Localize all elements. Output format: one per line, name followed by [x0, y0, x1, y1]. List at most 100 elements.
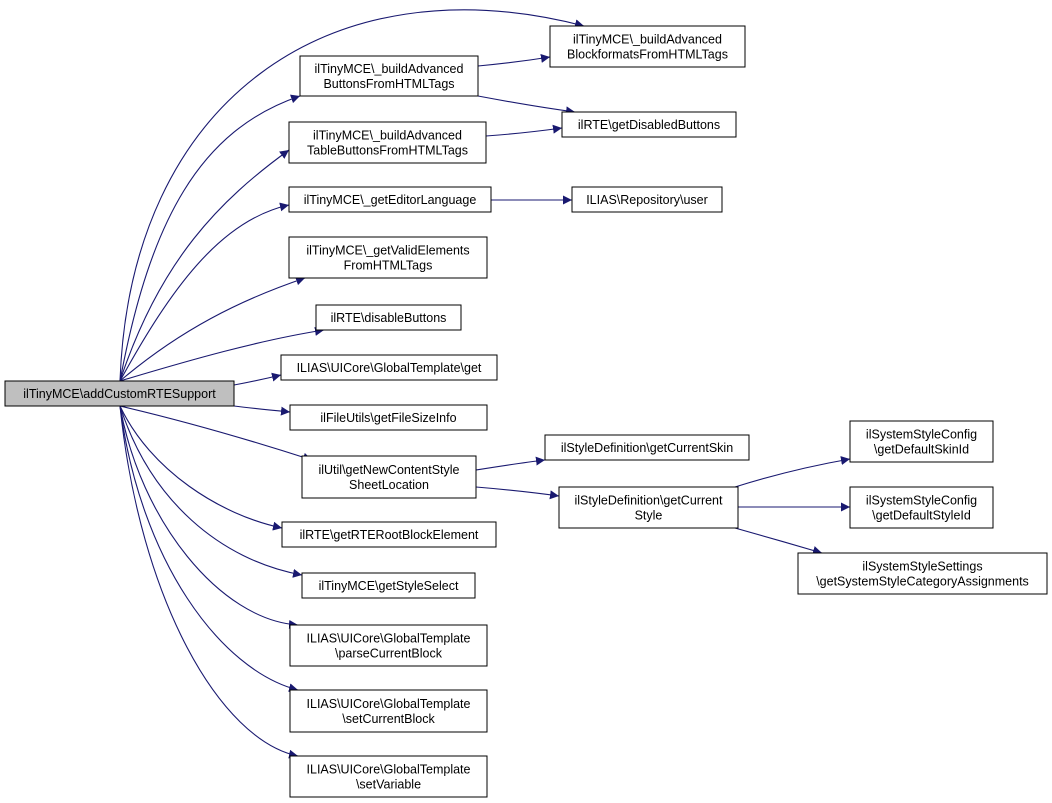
node-label: ilRTE\disableButtons [331, 311, 447, 325]
edge-root-to-n18 [119, 405, 303, 578]
function-node[interactable]: ilTinyMCE\_buildAdvancedButtonsFromHTMLT… [299, 55, 479, 97]
function-node[interactable]: ilStyleDefinition\getCurrentSkin [544, 434, 750, 461]
node-label: \parseCurrentBlock [335, 647, 443, 661]
node-label: ilRTE\getDisabledButtons [578, 118, 720, 132]
node-label: ilStyleDefinition\getCurrent [575, 494, 724, 508]
edge-root-to-n17 [119, 405, 283, 531]
node-label: ILIAS\UICore\GlobalTemplate [307, 632, 471, 646]
node-label: ILIAS\UICore\GlobalTemplate [307, 763, 471, 777]
function-node[interactable]: ILIAS\UICore\GlobalTemplate\get [280, 354, 498, 381]
node-label: \setVariable [356, 778, 421, 792]
node-label: \getDefaultSkinId [874, 443, 969, 457]
node-box [288, 236, 488, 279]
node-label: \getDefaultStyleId [872, 509, 971, 523]
edge-root-to-n8 [119, 326, 325, 382]
root-function-node[interactable]: ilTinyMCE\addCustomRTESupport [4, 380, 235, 407]
node-box [281, 521, 497, 548]
node-label: ilSystemStyleConfig [866, 494, 977, 508]
function-node[interactable]: ILIAS\Repository\user [571, 186, 723, 213]
node-box [289, 689, 488, 733]
function-node[interactable]: ilRTE\getRTERootBlockElement [281, 521, 497, 548]
node-box [289, 755, 488, 798]
function-node[interactable]: ilTinyMCE\getStyleSelect [301, 572, 476, 599]
node-label: ilStyleDefinition\getCurrentSkin [561, 441, 733, 455]
function-node[interactable]: ilTinyMCE\_buildAdvancedTableButtonsFrom… [288, 121, 487, 164]
edge-root-to-n11 [119, 405, 313, 462]
edge-n1-to-n3 [477, 95, 576, 116]
node-label: BlockformatsFromHTMLTags [567, 48, 728, 62]
edge-n13-to-n14 [734, 456, 851, 488]
edge-n13-to-n16 [734, 527, 823, 555]
node-label: \getSystemStyleCategoryAssignments [816, 575, 1029, 589]
edge-n4-to-n3 [485, 124, 563, 137]
node-box [289, 624, 488, 667]
edge-root-to-n1 [119, 94, 301, 382]
node-box [561, 111, 737, 138]
node-label: ILIAS\UICore\GlobalTemplate [307, 697, 471, 711]
node-box [4, 380, 235, 407]
node-label: ilTinyMCE\_buildAdvanced [315, 62, 464, 76]
edge-root-to-n4 [119, 149, 290, 382]
node-label: Style [635, 509, 663, 523]
node-label: ilTinyMCE\getStyleSelect [319, 579, 459, 593]
node-label: ilFileUtils\getFileSizeInfo [320, 411, 456, 425]
edge-root-to-n5 [119, 202, 290, 382]
function-node[interactable]: ILIAS\UICore\GlobalTemplate\setVariable [289, 755, 488, 798]
node-label: ButtonsFromHTMLTags [323, 77, 454, 91]
node-box [549, 25, 746, 68]
edge-root-to-n2 [119, 9, 585, 382]
node-box [315, 304, 462, 331]
function-node[interactable]: ILIAS\UICore\GlobalTemplate\parseCurrent… [289, 624, 488, 667]
function-node[interactable]: ilSystemStyleConfig\getDefaultSkinId [849, 420, 994, 463]
node-label: ilSystemStyleConfig [866, 428, 977, 442]
node-box [849, 486, 994, 529]
function-node[interactable]: ilTinyMCE\_buildAdvancedBlockformatsFrom… [549, 25, 746, 68]
edge-root-to-n21 [119, 405, 299, 759]
function-node[interactable]: ilFileUtils\getFileSizeInfo [289, 404, 488, 431]
node-box [544, 434, 750, 461]
node-box [301, 572, 476, 599]
edge-n11-to-n13 [475, 486, 560, 500]
node-box [288, 121, 487, 164]
node-box [280, 354, 498, 381]
node-box [797, 552, 1048, 595]
edge-root-to-n19 [119, 405, 299, 629]
node-box [849, 420, 994, 463]
edge-root-to-n10 [233, 405, 291, 416]
node-label: ilTinyMCE\addCustomRTESupport [23, 387, 216, 401]
edge-root-to-n7 [119, 276, 306, 382]
node-box [571, 186, 723, 213]
node-box [301, 455, 477, 499]
edge-n11-to-n12 [475, 456, 546, 471]
node-label: ilTinyMCE\_buildAdvanced [313, 129, 462, 143]
function-node[interactable]: ilTinyMCE\_getEditorLanguage [288, 186, 492, 213]
edge-n1-to-n2 [477, 53, 551, 67]
node-box [558, 486, 739, 529]
node-label: FromHTMLTags [344, 259, 433, 273]
node-label: SheetLocation [349, 478, 429, 492]
function-node[interactable]: ilSystemStyleConfig\getDefaultStyleId [849, 486, 994, 529]
node-label: \setCurrentBlock [342, 712, 435, 726]
edges-layer [119, 9, 851, 759]
edge-root-to-n20 [119, 405, 299, 693]
nodes-layer: ilTinyMCE\addCustomRTESupport ilTinyMCE\_… [4, 25, 1048, 798]
node-label: ilUtil\getNewContentStyle [318, 463, 459, 477]
node-label: ilRTE\getRTERootBlockElement [300, 528, 479, 542]
function-node[interactable]: ILIAS\UICore\GlobalTemplate\setCurrentBl… [289, 689, 488, 733]
function-node[interactable]: ilRTE\disableButtons [315, 304, 462, 331]
node-label: ilTinyMCE\_getEditorLanguage [304, 193, 477, 207]
node-label: ilTinyMCE\_getValidElements [306, 244, 469, 258]
node-label: ILIAS\Repository\user [586, 193, 708, 207]
node-label: ilTinyMCE\_buildAdvanced [573, 33, 722, 47]
node-box [288, 186, 492, 213]
function-node[interactable]: ilSystemStyleSettings\getSystemStyleCate… [797, 552, 1048, 595]
node-label: ilSystemStyleSettings [862, 560, 982, 574]
node-box [289, 404, 488, 431]
function-node[interactable]: ilRTE\getDisabledButtons [561, 111, 737, 138]
node-box [299, 55, 479, 97]
node-label: ILIAS\UICore\GlobalTemplate\get [297, 361, 482, 375]
